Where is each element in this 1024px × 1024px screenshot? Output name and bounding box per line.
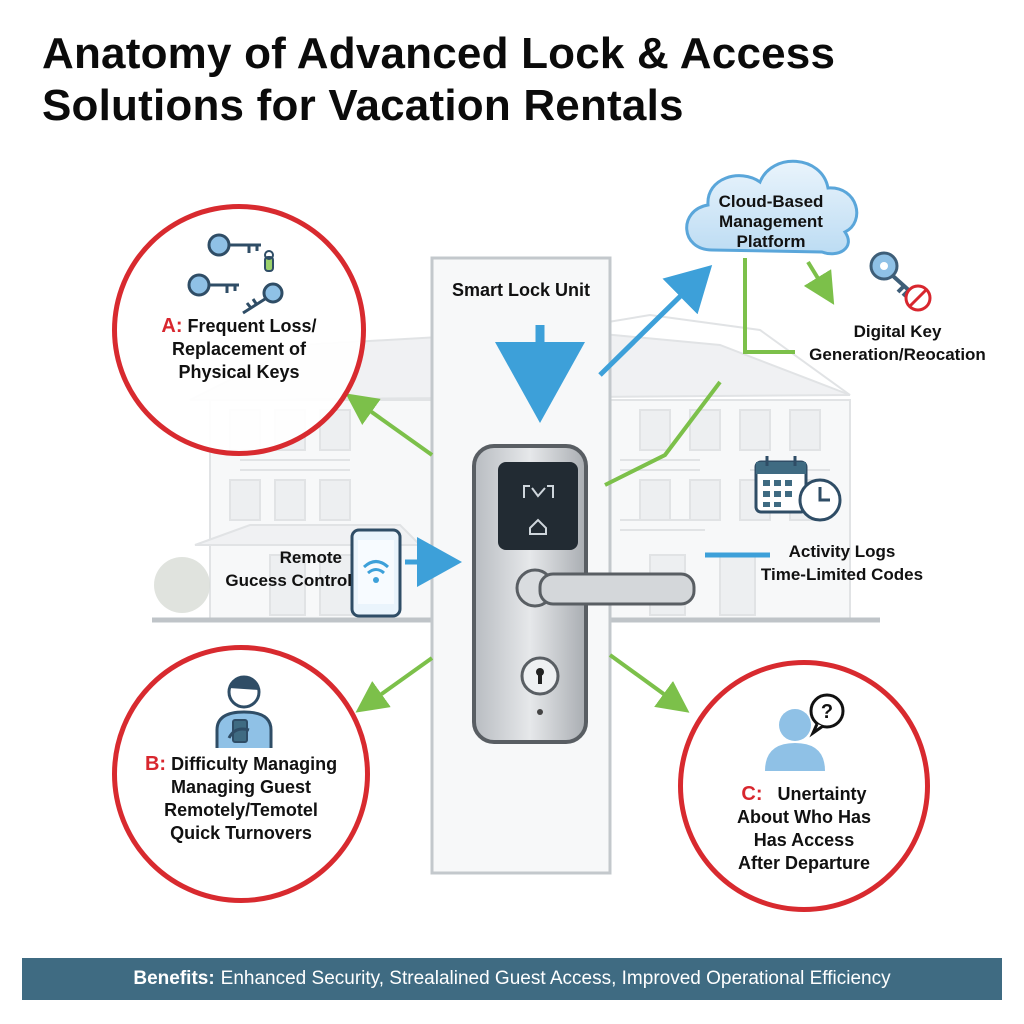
problem-b-line-4: Quick Turnovers [170, 823, 312, 843]
lock-handle [538, 572, 696, 606]
cloud-platform-label: Cloud-Based Management Platform [696, 192, 846, 252]
problem-c-line-3: Has Access [753, 830, 855, 850]
problem-c-line-4: After Departure [737, 853, 871, 873]
tree-shape [154, 557, 210, 613]
person-phone-icon [215, 675, 273, 748]
problem-c-text: C: Unertainty About Who Has Has Access A… [683, 783, 925, 875]
problem-b-letter: B: [144, 753, 167, 775]
smartphone-wifi-icon [350, 528, 402, 618]
arrow-to-cloud [598, 264, 713, 377]
problem-c-letter: C: [741, 783, 763, 805]
arrow-to-problem-a [345, 393, 434, 457]
activity-line-2: Time-Limited Codes [760, 565, 924, 584]
digital-key-label: Digital Key Generation/Reocation [790, 320, 1005, 366]
benefits-banner: Benefits: Enhanced Security, Strealaline… [22, 958, 1002, 1000]
problem-b-line-2: Managing Guest [170, 777, 311, 797]
person-question-icon: ? [765, 693, 845, 771]
title-line-1: Anatomy of Advanced Lock & Access [42, 29, 836, 78]
arrow-to-problem-b [355, 656, 434, 713]
calendar-clock-icon [754, 456, 842, 522]
line-cloud-to-key [743, 258, 795, 354]
problem-a-circle: A: Frequent Loss/ Replacement of Physica… [112, 204, 366, 456]
digital-key-line-2: Generation/Reocation [809, 345, 986, 364]
problem-c-line-2: About Who Has [737, 807, 871, 827]
arrow-cloud-to-key [803, 260, 835, 305]
remote-line-1: Remote [279, 548, 342, 567]
keys-icon [187, 233, 284, 315]
remote-line-2: Gucess Control [225, 571, 352, 590]
cloud-line-2: Management [719, 212, 823, 231]
keypad-icon [498, 462, 578, 550]
problem-a-line-2: Replacement of [171, 339, 307, 359]
cloud-line-3: Platform [736, 232, 806, 251]
problem-a-text: A: Frequent Loss/ Replacement of Physica… [117, 315, 361, 384]
svg-text:?: ? [821, 701, 833, 723]
problem-b-line-3: Remotely/Temotel [164, 800, 318, 820]
problem-b-circle: B: Difficulty Managing Managing Guest Re… [112, 645, 370, 903]
benefits-label: Benefits: [133, 968, 215, 989]
digital-key-line-1: Digital Key [853, 322, 942, 341]
page-title: Anatomy of Advanced Lock & Access Soluti… [42, 28, 835, 132]
cloud-line-1: Cloud-Based [718, 192, 824, 211]
problem-a-line-1: Frequent Loss/ [187, 316, 317, 336]
smart-lock-label: Smart Lock Unit [451, 280, 591, 300]
benefits-text: Enhanced Security, Strealalined Guest Ac… [220, 968, 891, 989]
activity-label: Activity Logs Time-Limited Codes [742, 540, 942, 586]
title-line-2: Solutions for Vacation Rentals [42, 81, 684, 130]
problem-c-line-1: Unertainty [777, 784, 867, 804]
smart-lock-device [472, 444, 696, 744]
activity-line-1: Activity Logs [788, 542, 896, 561]
problem-a-letter: A: [161, 315, 183, 337]
line-to-digital-key [604, 380, 722, 487]
remote-control-label: Remote Gucess Control [206, 546, 352, 592]
cloud-icon [685, 159, 859, 256]
problem-a-line-3: Physical Keys [178, 362, 300, 382]
problem-c-circle: ? C: Unertainty About Who Has Has Access… [678, 660, 930, 912]
revoked-key-icon [869, 251, 932, 312]
arrow-to-problem-c [608, 653, 690, 713]
problem-b-line-1: Difficulty Managing [171, 754, 338, 774]
problem-b-text: B: Difficulty Managing Managing Guest Re… [117, 753, 365, 845]
